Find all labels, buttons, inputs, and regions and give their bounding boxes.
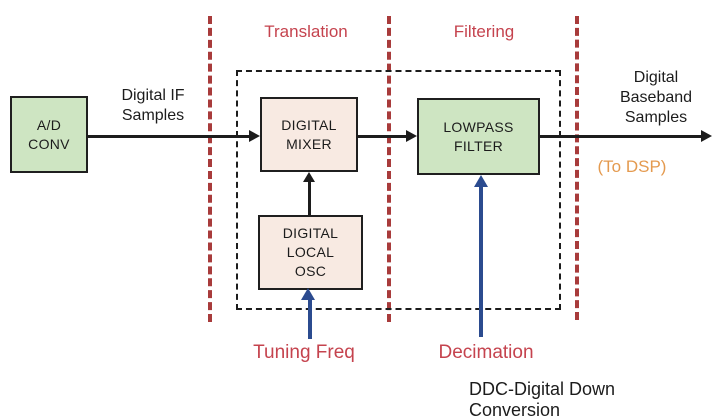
tuning-freq-label: Tuning Freq: [253, 342, 355, 363]
lowpass-filter-block: LOWPASS FILTER: [417, 98, 540, 175]
digital-if-samples-label: Digital IF Samples: [121, 87, 185, 124]
digital-mixer-block: DIGITAL MIXER: [260, 97, 358, 172]
translation-section-label: Translation: [264, 22, 348, 41]
signal-line-filter-to-output: [540, 135, 701, 138]
line-osc-to-mixer: [308, 181, 311, 215]
digital-local-osc-block: DIGITAL LOCAL OSC: [258, 215, 363, 290]
ddc-core-dashed-box: [236, 70, 561, 310]
arrowhead-output: [701, 130, 712, 142]
decimation-label: Decimation: [438, 342, 534, 363]
section-divider-line-right: [575, 16, 579, 320]
signal-line-mixer-to-filter: [358, 135, 406, 138]
arrowhead-decimation: [474, 175, 488, 187]
arrowhead-into-mixer: [249, 130, 260, 142]
filtering-section-label: Filtering: [453, 22, 515, 41]
decimation-line: [479, 186, 483, 337]
tuning-freq-line: [308, 299, 312, 339]
arrowhead-tuning-freq: [301, 288, 315, 300]
signal-line-adc-to-mixer: [88, 135, 251, 138]
digital-baseband-samples-label: Digital Baseband Samples: [619, 69, 693, 126]
adc-block: A/D CONV: [10, 96, 88, 173]
arrowhead-up-into-mixer: [303, 172, 315, 182]
arrowhead-into-filter: [406, 130, 417, 142]
section-divider-line-left: [208, 16, 212, 322]
section-divider-line-middle: [387, 16, 391, 322]
to-dsp-label: (To DSP): [597, 157, 667, 176]
diagram-caption: DDC-Digital Down Conversion: [466, 379, 714, 419]
